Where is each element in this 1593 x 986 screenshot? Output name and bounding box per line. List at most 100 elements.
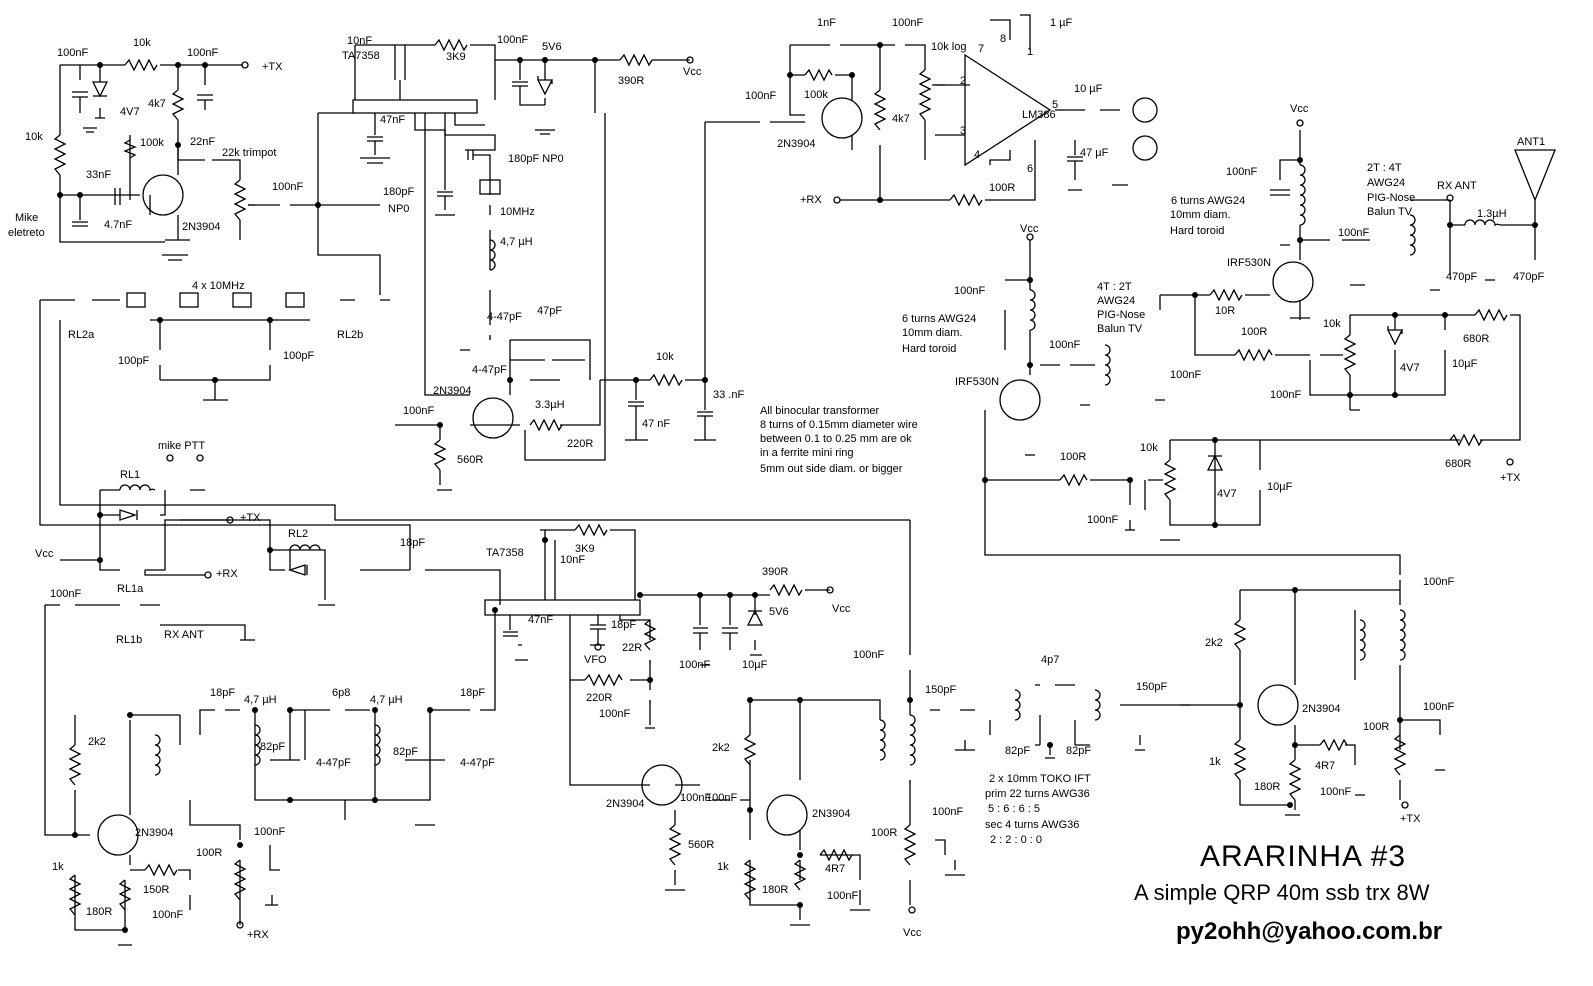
pa-label: 100nF (1270, 389, 1301, 401)
audio-label: 10k log (931, 41, 966, 53)
ift-label: 82pF (1066, 745, 1091, 757)
tx-amp-label: 100R (1363, 721, 1389, 733)
mic-pre-label: 22nF (190, 136, 215, 148)
bpf-label: 4-47pF (460, 757, 495, 769)
notes-label: All binocular transformer (760, 405, 880, 417)
ift-label: 150pF (925, 684, 956, 696)
bpf-label: 6p8 (332, 687, 350, 699)
mic-pre-label: 33nF (86, 169, 111, 181)
mod1-label: Vcc (683, 66, 702, 78)
tx-amp-label: 100nF (1423, 701, 1454, 713)
pa-label: Balun TV (1367, 206, 1413, 218)
pa-label: 6 turns AWG24 (902, 313, 976, 325)
bias-label: +TX (1500, 472, 1521, 484)
mod2-label: 10µF (742, 659, 768, 671)
mod1-label: 4,7 µH (500, 236, 533, 248)
ift-label: 82pF (1005, 745, 1030, 757)
audio-label: 8 (1000, 33, 1006, 45)
pa-label: Vcc (1020, 223, 1039, 235)
audio-label: 100k (804, 89, 828, 101)
relays-label: RX ANT (164, 629, 204, 641)
mod1-label: 100nF (497, 34, 528, 46)
mod1-label: 10MHz (500, 206, 535, 218)
pa-label: IRF530N (1227, 257, 1271, 269)
notes-label: between 0.1 to 0.25 mm are ok (760, 433, 912, 445)
pa-label: 100nF (1170, 369, 1201, 381)
mic-pre-label: 4.7nF (104, 219, 132, 231)
pa-label: AWG24 (1367, 177, 1405, 189)
relays-label: Vcc (35, 548, 54, 560)
pa-label: 4T : 2T (1097, 281, 1132, 293)
rx-amp-label: 100nF (152, 909, 183, 921)
notes-label: in a ferrite mini ring (760, 447, 854, 459)
rx-amp-label: 2N3904 (135, 827, 174, 839)
mod2-label: TA7358 (486, 547, 524, 559)
audio-label: 3 (960, 125, 966, 137)
pa-label: 100nF (1226, 166, 1257, 178)
relays-label: RL2 (288, 528, 308, 540)
crystal-filter-label: RL2a (68, 329, 95, 341)
mod1-label: 390R (618, 75, 644, 87)
pa-label: 4V7 (1400, 362, 1420, 374)
mod2-label: 3K9 (575, 543, 595, 555)
bias-label: 4V7 (1217, 488, 1237, 500)
if-amp-label: 180R (762, 884, 788, 896)
mod1-label: 560R (457, 454, 483, 466)
bias-label: 10k (1140, 442, 1158, 454)
author-email: py2ohh@yahoo.com.br (1176, 918, 1443, 945)
pa-label: RX ANT (1437, 180, 1477, 192)
bpf-label: 82pF (393, 746, 418, 758)
mic-pre-label: 100k (140, 137, 164, 149)
bpf-label: 4,7 µH (370, 694, 403, 706)
mod2-label: 18pF (400, 537, 425, 549)
pa-label: Hard toroid (902, 343, 956, 355)
mic-pre-label: 100nF (57, 47, 88, 59)
bpf-label: 4-47pF (316, 757, 351, 769)
mod2-label: 5V6 (769, 606, 789, 618)
relays-label: mike PTT (158, 440, 205, 452)
mod1-label: 180pF NP0 (508, 153, 564, 165)
mic-pre-label: 10k (133, 37, 151, 49)
mod2-label: VFO (584, 654, 607, 666)
tx-amp-label: 2N3904 (1302, 703, 1341, 715)
crystal-filter-label: 100pF (118, 355, 149, 367)
pa-label: ANT1 (1517, 136, 1545, 148)
audio-label: 100nF (745, 90, 776, 102)
mic-pre-label: 2N3904 (182, 221, 221, 233)
ift-label: sec 4 turns AWG36 (985, 819, 1079, 831)
mod2-label: 390R (762, 566, 788, 578)
tx-amp-label: 2k2 (1205, 637, 1223, 649)
tx-amp-label: +TX (1400, 813, 1421, 825)
mod2-label: 2N3904 (606, 798, 645, 810)
ift-label: 2 : 2 : 0 : 0 (990, 834, 1042, 846)
mod1-label: 47 nF (642, 418, 670, 430)
pa-label: 100R (1241, 326, 1267, 338)
rx-amp-label: +RX (247, 929, 269, 941)
mic-pre-label: 4k7 (148, 98, 166, 110)
pa-label: PIG-Nose (1367, 192, 1415, 204)
crystal-filter-label: 4 x 10MHz (192, 280, 245, 292)
mod1-label: NP0 (388, 203, 409, 215)
bias-label: 100R (1060, 451, 1086, 463)
pa-label: 6 turns AWG24 (1171, 195, 1245, 207)
mod2-label: 100nF (680, 792, 711, 804)
notes-label: 8 turns of 0.15mm diameter wire (760, 419, 918, 431)
mod2-label: 47nF (528, 614, 553, 626)
audio-label: 5 (1052, 99, 1058, 111)
audio-label: 4k7 (892, 113, 910, 125)
if-amp-label: 4R7 (825, 863, 845, 875)
rx-amp-label: 2k2 (88, 736, 106, 748)
audio-label: 10 µF (1074, 83, 1103, 95)
mic-pre-label: +TX (262, 61, 283, 73)
mod1-label: 10nF (347, 35, 372, 47)
pa-label: PIG-Nose (1097, 309, 1145, 321)
bpf-label: 4,7 µH (244, 694, 277, 706)
mod2-label: 560R (688, 839, 714, 851)
mod1-label: 33 .nF (713, 389, 744, 401)
if-amp-label: 100nF (827, 890, 858, 902)
pa-label: AWG24 (1097, 295, 1135, 307)
audio-label: 4 (974, 149, 980, 161)
ift-label: 2 x 10mm TOKO IFT (989, 773, 1091, 785)
pa-label: 100nF (954, 285, 985, 297)
